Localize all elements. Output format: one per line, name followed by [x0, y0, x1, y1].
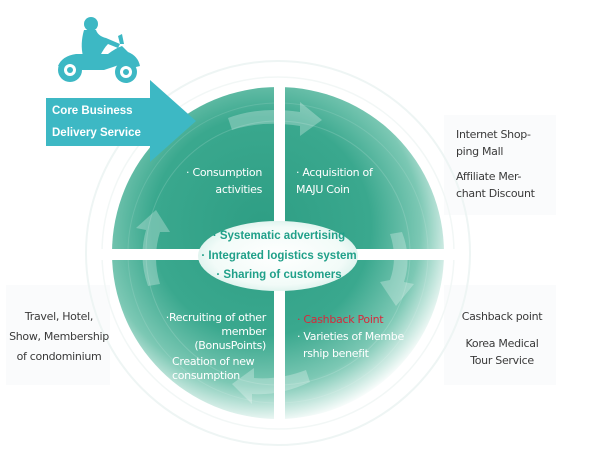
arrow-up-icon [136, 210, 170, 286]
outer-ring [85, 60, 471, 446]
quadrant-top-left-text: · Consumption activities [172, 166, 262, 197]
quadrant-bottom-left-line-2: member (BonusPoints) [194, 324, 266, 352]
center-ellipse [198, 221, 358, 291]
quadrant-bottom-right-line-1: · Varieties of Membe [297, 329, 404, 343]
side-item-affiliate-discount: Affiliate Mer- chant Discount [456, 168, 552, 202]
side-item-show-membership: Show, Membership [9, 329, 109, 343]
core-line-1: Core Business [52, 105, 133, 117]
side-item-travel-hotel: Travel, Hotel, [24, 310, 94, 323]
cashback-point-highlight: · Cashback Point [297, 313, 384, 326]
arrow-left-icon [232, 368, 310, 404]
side-box-bottom-left: Travel, Hotel, Show, Membership of condo… [8, 307, 110, 366]
side-box-top-right: Internet Shop- ping Mall Affiliate Mer- … [456, 126, 552, 202]
center-item-2: · Integrated logistics system [201, 249, 357, 262]
quadrant-top-right-line-2: MAJU Coin [296, 182, 350, 196]
side-item-line: Internet Shop- [456, 128, 531, 141]
side-item-line: Affiliate Mer- [456, 170, 522, 184]
quadrant-bottom-left-line-4: consumption [172, 369, 240, 382]
quadrant-bottom-right-text: · Cashback Point · Varieties of Membe rs… [297, 313, 404, 360]
center-text: · Systematic advertising · Integrated lo… [198, 227, 360, 286]
side-item-line: chant Discount [456, 187, 535, 201]
core-arrow [46, 80, 196, 162]
side-box-bottom-right: Cashback point Korea Medical Tour Servic… [450, 308, 554, 369]
quadrant-bottom-right-line-2: rship benefit [303, 346, 369, 360]
center-item-1: · Systematic advertising [212, 230, 346, 242]
quadrant-bottom-left-line-3: Creation of new [172, 355, 255, 369]
side-item-internet-shopping: Internet Shop- ping Mall [456, 126, 552, 160]
core-label: Core Business Delivery Service [52, 100, 141, 145]
quadrant-bottom-left-text: ·Recruiting of other member (BonusPoints… [150, 311, 267, 383]
quadrant-top-right-text: · Acquisition of MAJU Coin [296, 166, 373, 197]
core-line-2: Delivery Service [52, 127, 141, 140]
quadrant-top-left-line-1: · Consumption [186, 166, 262, 179]
side-item-cashback: Cashback point [461, 310, 543, 323]
side-item-medical-tour: Korea Medical Tour Service [450, 335, 554, 369]
quadrant-bottom-left-line-1: ·Recruiting of other [165, 311, 267, 324]
motorcycle-rider-icon [58, 17, 140, 83]
side-item-line: Tour Service [470, 354, 534, 368]
side-item-line: Korea Medical [465, 337, 539, 351]
center-item-3: · Sharing of customers [216, 269, 342, 282]
side-item-condominium: of condominium [16, 349, 102, 363]
side-item-line: ping Mall [456, 145, 504, 159]
quadrant-top-left-line-2: activities [215, 182, 262, 196]
side-box-bottom-right-bg [444, 285, 556, 385]
quadrant-top-right-line-1: · Acquisition of [296, 166, 373, 179]
